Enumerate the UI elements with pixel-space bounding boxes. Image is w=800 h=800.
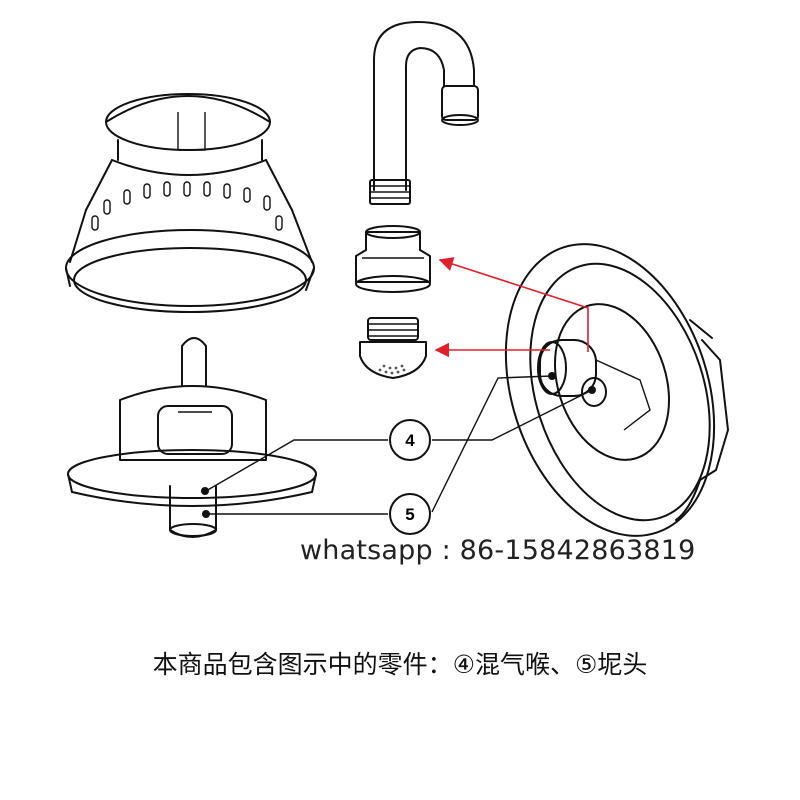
- leader-lines: [205, 375, 593, 515]
- burner-cap-part: [65, 93, 315, 313]
- parts-diagram: 4 5: [65, 21, 729, 538]
- whatsapp-contact-text: whatsapp : 86-15842863819: [300, 535, 696, 566]
- callout-4-label: 4: [405, 431, 415, 450]
- callout-5: 5: [389, 493, 431, 535]
- nozzle-fitting-part: [359, 317, 427, 379]
- callout-4: 4: [389, 419, 431, 461]
- burner-base-part: [67, 337, 317, 538]
- j-pipe-part: [369, 21, 479, 205]
- nut-fitting-part: [355, 225, 431, 293]
- parts-caption: 本商品包含图示中的零件：④混气喉、⑤坭头: [152, 650, 648, 679]
- dish-plate-part: [504, 243, 729, 537]
- red-arrows: [434, 257, 589, 358]
- callout-5-label: 5: [405, 505, 414, 524]
